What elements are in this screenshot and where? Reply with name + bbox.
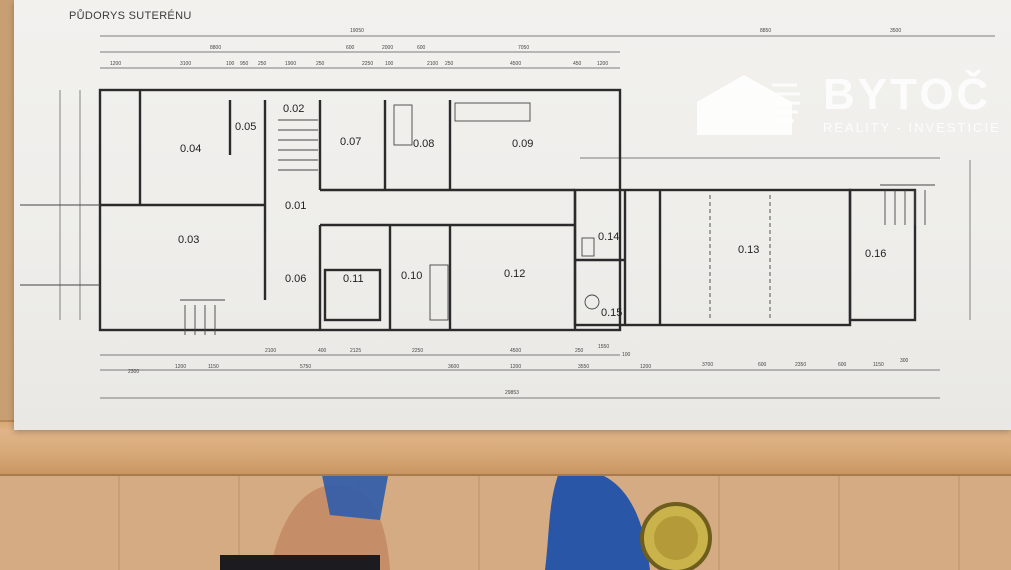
floor-plan-sheet (14, 0, 1011, 430)
room-0.16: 0.16 (865, 248, 886, 260)
dimension-lines (59, 35, 995, 399)
dim-bot-o: 3550 (578, 364, 589, 370)
room-0.14: 0.14 (598, 231, 619, 243)
outer-wall-main (98, 88, 622, 332)
dim-bot-u: 1150 (873, 362, 884, 368)
dim-bot-h: 100 (622, 352, 631, 358)
dim-row2-k: 250 (445, 61, 454, 67)
dim-bot-l: 5750 (300, 364, 311, 370)
dim-row2-a: 1200 (110, 61, 121, 67)
dim-row2-d: 950 (240, 61, 249, 67)
wooden-floor (0, 472, 1011, 570)
dim-row2-i: 100 (385, 61, 394, 67)
dim-row2-b: 3100 (180, 61, 191, 67)
dim-row2-n: 1200 (597, 61, 608, 67)
dim-bot-p: 1200 (640, 364, 651, 370)
room-0.12: 0.12 (504, 268, 525, 280)
dark-object (220, 555, 380, 570)
dim-bot-c: 2125 (350, 348, 361, 354)
room-0.10: 0.10 (401, 270, 422, 282)
room-0.08: 0.08 (413, 138, 434, 150)
room-0.13: 0.13 (738, 244, 759, 256)
room-0.02: 0.02 (283, 103, 304, 115)
dim-bot-m: 3600 (448, 364, 459, 370)
outer-wall-0.16 (848, 188, 917, 322)
room-0.11: 0.11 (343, 273, 364, 285)
brand-tagline: REALITY - INVESTICIE (823, 120, 1001, 135)
dim-bot-n: 1200 (510, 364, 521, 370)
dim-top-b: 600 (346, 45, 355, 51)
dim-top-e: 7050 (518, 45, 529, 51)
dim-row2-l: 4500 (510, 61, 521, 67)
dim-bot-j: 1200 (175, 364, 186, 370)
interior-details (20, 102, 935, 335)
dim-bot-q: 3700 (702, 362, 713, 368)
dim-row2-c: 100 (226, 61, 235, 67)
dim-bot-g: 1550 (598, 344, 609, 350)
dim-top-c: 2000 (382, 45, 393, 51)
dim-top-far-right: 3500 (890, 28, 901, 34)
dim-top-a: 8800 (210, 45, 221, 51)
room-0.09: 0.09 (512, 138, 533, 150)
blue-slipper-left (320, 465, 390, 520)
room-0.03: 0.03 (178, 234, 199, 246)
dim-bot-t: 600 (838, 362, 847, 368)
outer-wall-east (573, 188, 852, 327)
dim-row2-f: 1900 (285, 61, 296, 67)
dim-row2-g: 250 (316, 61, 325, 67)
house-logo-icon (697, 75, 800, 135)
dim-bot-d: 2250 (412, 348, 423, 354)
dim-bot-f: 250 (575, 348, 584, 354)
walls (98, 88, 917, 332)
room-0.01: 0.01 (285, 200, 306, 212)
plan-title: PŮDORYS SUTERÉNU (69, 10, 192, 22)
dim-row2-m: 450 (573, 61, 582, 67)
dim-row2-j: 2100 (427, 61, 438, 67)
dim-top-d: 600 (417, 45, 426, 51)
dim-bot-e: 4500 (510, 348, 521, 354)
floor-objects (220, 465, 712, 570)
dim-bot-a: 2100 (265, 348, 276, 354)
room-0.05: 0.05 (235, 121, 256, 133)
dim-bot-k: 1150 (208, 364, 219, 370)
blue-slipper-right (545, 469, 650, 570)
dim-top-total: 19050 (350, 28, 364, 34)
room-0.06: 0.06 (285, 273, 306, 285)
dim-bot-v: 300 (900, 358, 909, 364)
floor-plan-drawing: 19050 8850 3500 8800 600 2000 600 7050 1… (20, 28, 995, 399)
dim-bot-total: 29853 (505, 390, 519, 396)
dim-top-right: 8850 (760, 28, 771, 34)
dim-row2-h: 2250 (362, 61, 373, 67)
room-0.15: 0.15 (601, 307, 622, 319)
dimension-text: 19050 8850 3500 8800 600 2000 600 7050 1… (110, 28, 909, 396)
room-0.07: 0.07 (340, 136, 361, 148)
dim-bot-s: 2350 (795, 362, 806, 368)
room-0.04: 0.04 (180, 143, 201, 155)
dim-bot-r: 600 (758, 362, 767, 368)
dim-bot-b: 400 (318, 348, 327, 354)
brand-name: BYTOČ (823, 70, 992, 119)
room-labels: 0.04 0.05 0.02 0.07 0.08 0.09 0.01 0.03 … (178, 103, 886, 319)
dim-bot-i: 2300 (128, 369, 139, 375)
dim-row2-e: 250 (258, 61, 267, 67)
